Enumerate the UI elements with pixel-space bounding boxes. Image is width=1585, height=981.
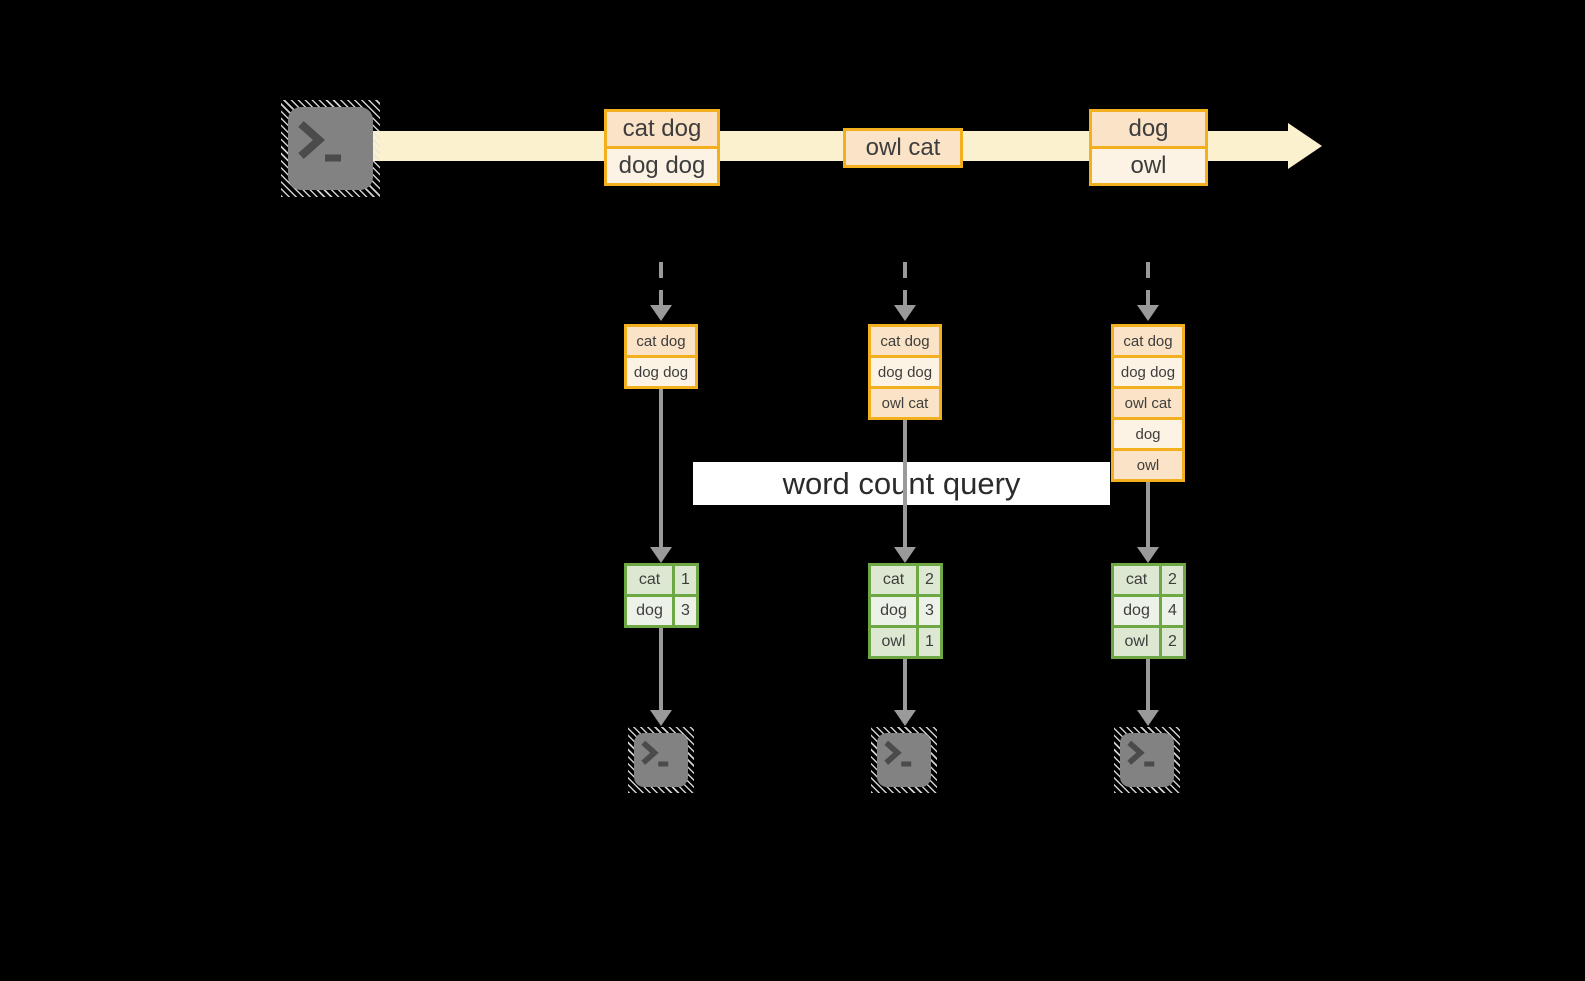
count-word: owl [871, 628, 916, 656]
count-value: 3 [919, 597, 940, 625]
word-count-query-banner: word count query [693, 462, 1110, 505]
event-line: owl [1092, 149, 1205, 183]
count-value: 1 [919, 628, 940, 656]
sink-terminal-icon [871, 727, 937, 793]
buffer-line: cat dog [871, 327, 939, 355]
event-line: dog [1092, 112, 1205, 146]
count-word: owl [1114, 628, 1159, 656]
buffer-line: dog [1114, 420, 1182, 448]
output-arrow [903, 659, 907, 710]
stream-event-2: owl cat [843, 128, 963, 168]
count-value: 2 [919, 566, 940, 594]
dashed-arrowhead-icon [894, 305, 916, 321]
buffer-box-2: cat dog dog dog owl cat [868, 324, 942, 420]
count-word: cat [1114, 566, 1159, 594]
buffer-box-3: cat dog dog dog owl cat dog owl [1111, 324, 1185, 482]
count-value: 2 [1162, 628, 1183, 656]
output-arrowhead-icon [1137, 710, 1159, 726]
count-word: dog [1114, 597, 1159, 625]
buffer-box-1: cat dog dog dog [624, 324, 698, 389]
dashed-arrow [659, 262, 663, 306]
sink-terminal-icon [628, 727, 694, 793]
dashed-arrowhead-icon [650, 305, 672, 321]
dashed-arrow [1146, 262, 1150, 306]
stream-event-3: dog owl [1089, 109, 1208, 186]
event-line: owl cat [846, 131, 960, 165]
query-arrow [659, 389, 663, 548]
output-arrowhead-icon [650, 710, 672, 726]
count-table-3: cat 2 dog 4 owl 2 [1111, 563, 1186, 659]
count-word: cat [871, 566, 916, 594]
count-word: cat [627, 566, 672, 594]
dashed-arrow [903, 262, 907, 306]
query-arrowhead-icon [1137, 547, 1159, 563]
query-arrow [1146, 482, 1150, 547]
source-terminal-icon [281, 100, 380, 197]
count-table-1: cat 1 dog 3 [624, 563, 699, 628]
terminal-prompt-icon [298, 121, 341, 162]
count-table-2: cat 2 dog 3 owl 1 [868, 563, 943, 659]
sink-terminal-icon [1114, 727, 1180, 793]
terminal-prompt-icon [641, 740, 669, 767]
output-arrow [1146, 659, 1150, 710]
event-line: dog dog [607, 149, 717, 183]
terminal-prompt-icon [1127, 740, 1155, 767]
count-word: dog [871, 597, 916, 625]
buffer-line: owl [1114, 451, 1182, 479]
buffer-line: dog dog [1114, 358, 1182, 386]
query-arrow [903, 420, 907, 547]
output-arrowhead-icon [894, 710, 916, 726]
dashed-arrowhead-icon [1137, 305, 1159, 321]
stream-event-1: cat dog dog dog [604, 109, 720, 186]
count-word: dog [627, 597, 672, 625]
buffer-line: dog dog [627, 358, 695, 386]
buffer-line: dog dog [871, 358, 939, 386]
count-value: 2 [1162, 566, 1183, 594]
buffer-line: owl cat [1114, 389, 1182, 417]
count-value: 1 [675, 566, 696, 594]
query-arrowhead-icon [650, 547, 672, 563]
buffer-line: cat dog [1114, 327, 1182, 355]
stream-arrowhead-icon [1288, 123, 1322, 169]
query-arrowhead-icon [894, 547, 916, 563]
count-value: 3 [675, 597, 696, 625]
count-value: 4 [1162, 597, 1183, 625]
terminal-prompt-icon [884, 740, 912, 767]
event-line: cat dog [607, 112, 717, 146]
output-arrow [659, 628, 663, 710]
buffer-line: owl cat [871, 389, 939, 417]
terminal-screen [288, 107, 373, 190]
banner-label: word count query [782, 465, 1021, 501]
buffer-line: cat dog [627, 327, 695, 355]
